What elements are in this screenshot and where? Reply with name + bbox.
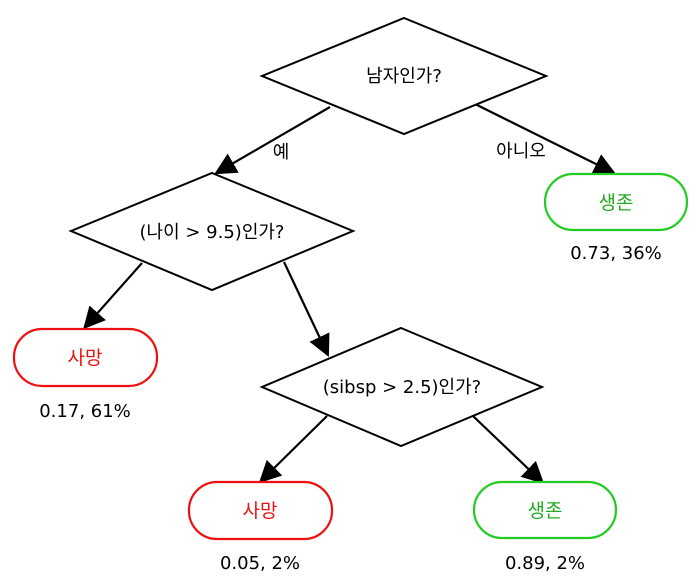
leaf-death-mid: 사망 0.17, 61% [12, 327, 159, 422]
leaf-box-survive-top [543, 172, 689, 232]
leaf-label-death-bottom: 사망 [243, 500, 278, 522]
leaf-box-death-bottom [187, 480, 334, 541]
leaf-stat-death-mid: 0.17, 61% [39, 401, 131, 422]
leaf-stat-death-bottom: 0.05, 2% [220, 553, 300, 574]
decision-label-root: 남자인가? [366, 66, 442, 87]
edge-sibsp-to-survive [472, 415, 545, 485]
decision-node-sibsp: (sibsp > 2.5)인가? [259, 326, 545, 448]
edge-sibsp-to-death [258, 415, 328, 484]
decision-diamond-age [68, 171, 356, 292]
leaf-label-death-mid: 사망 [68, 347, 103, 369]
leaf-survive-top: 생존 0.73, 36% [543, 172, 689, 264]
leaf-box-death-mid [12, 327, 159, 388]
leaf-label-survive-top: 생존 [599, 192, 634, 214]
decision-label-age: (나이 > 9.5)인가? [140, 222, 285, 243]
edge-age-to-death [83, 262, 143, 330]
decision-diamond-root [259, 16, 549, 136]
leaf-survive-bottom: 생존 0.89, 2% [472, 480, 618, 574]
leaf-death-bottom: 사망 0.05, 2% [187, 480, 334, 574]
edge-age-to-sibsp [283, 261, 330, 357]
leaf-label-survive-bottom: 생존 [528, 500, 563, 522]
decision-label-sibsp: (sibsp > 2.5)인가? [323, 377, 481, 398]
leaf-stat-survive-bottom: 0.89, 2% [505, 553, 585, 574]
decision-diamond-sibsp [259, 326, 545, 448]
leaf-stat-survive-top: 0.73, 36% [570, 243, 662, 264]
edge-label-yes: 예 [273, 142, 290, 163]
leaf-box-survive-bottom [472, 480, 618, 540]
decision-node-root: 남자인가? [259, 16, 549, 136]
decision-node-age: (나이 > 9.5)인가? [68, 171, 356, 292]
edge-root-to-age [214, 106, 331, 175]
edge-label-no: 아니오 [496, 141, 546, 162]
edge-root-to-survive [474, 103, 616, 175]
